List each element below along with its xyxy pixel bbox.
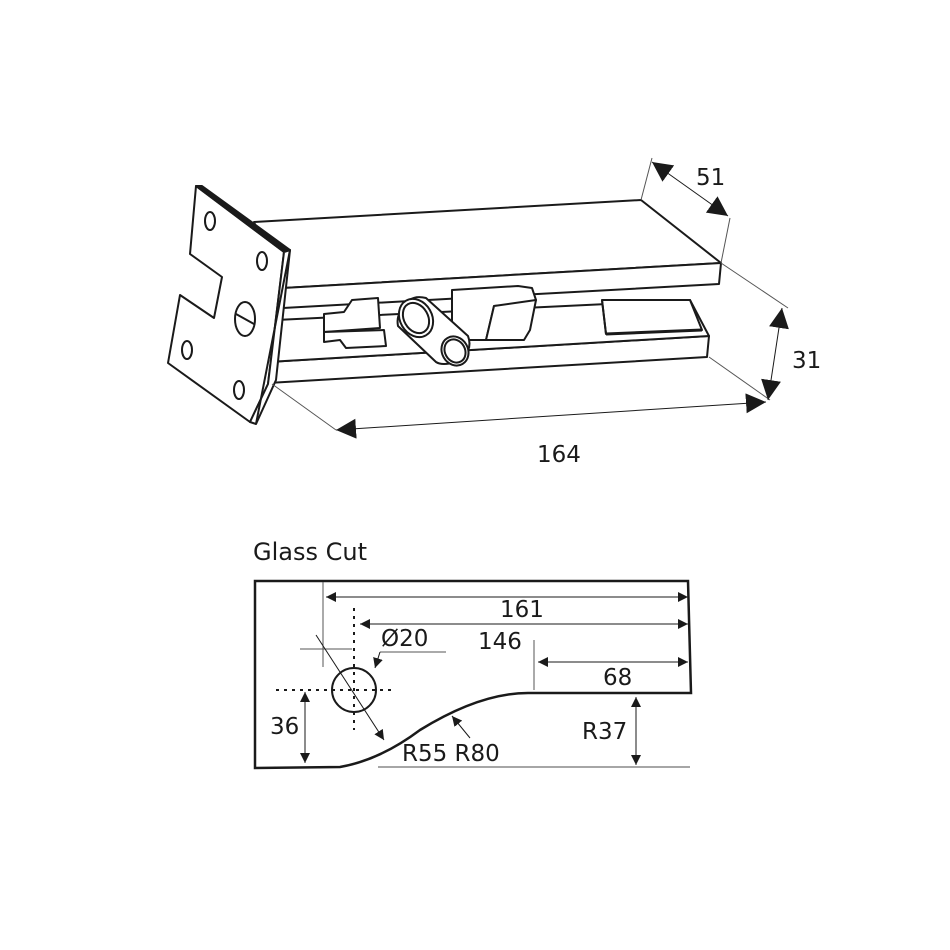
glass-cut-dimension-lines bbox=[276, 582, 690, 768]
pivot-hole bbox=[331, 667, 377, 713]
left-housing bbox=[323, 297, 381, 333]
dim-pivot-offset-label: 146 bbox=[478, 629, 522, 655]
dim-length-label: 164 bbox=[537, 442, 581, 468]
dim-hole-diameter-label: Ø20 bbox=[381, 626, 429, 652]
pivot-hinge-3d-view bbox=[167, 185, 722, 425]
dim-recess-radius-label: R37 bbox=[582, 719, 628, 745]
glass-cut-title: Glass Cut bbox=[253, 538, 367, 566]
screw-hole bbox=[181, 340, 193, 360]
dim-overall-length-label: 161 bbox=[500, 597, 544, 623]
screw-hole bbox=[204, 211, 216, 231]
left-slot bbox=[323, 329, 387, 349]
screw-hole bbox=[256, 251, 268, 271]
right-housing bbox=[485, 299, 537, 341]
screw-hole bbox=[233, 380, 245, 400]
dim-radii-label: R55 R80 bbox=[402, 741, 500, 767]
dim-recess-length-label: 68 bbox=[603, 665, 633, 691]
pivot-pin bbox=[396, 296, 471, 367]
dim-height-label: 31 bbox=[792, 348, 822, 374]
dim-pivot-height-label: 36 bbox=[270, 714, 300, 740]
inner-tray bbox=[601, 299, 703, 335]
mounting-plate bbox=[167, 185, 291, 425]
dim-depth-label: 51 bbox=[696, 165, 726, 191]
product-dimension-lines bbox=[271, 157, 789, 439]
